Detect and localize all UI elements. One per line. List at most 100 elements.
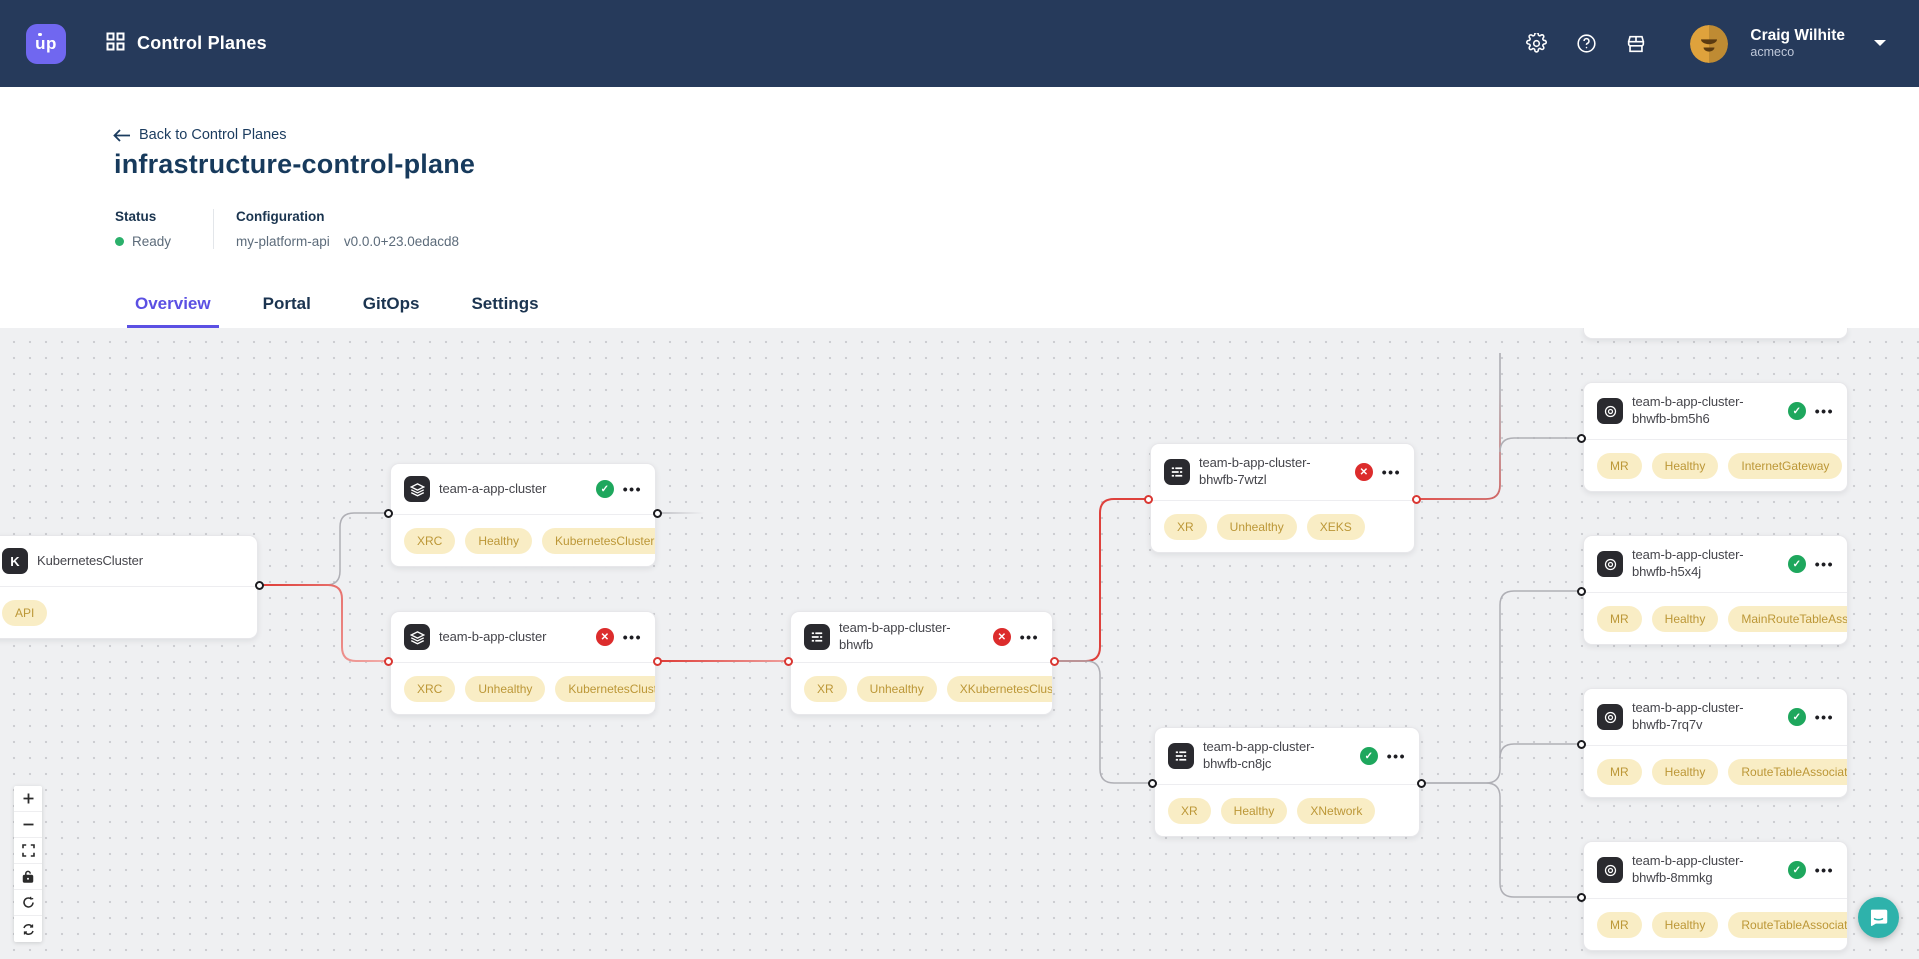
- connection-handle[interactable]: [1577, 434, 1586, 443]
- node-title: team-b-app-cluster: [439, 628, 547, 644]
- graph-node-team-a-app-cluster[interactable]: team-a-app-cluster ✓ ••• XRC Healthy Kub…: [384, 463, 662, 567]
- badge: API: [2, 599, 48, 626]
- connection-handle[interactable]: [1412, 495, 1421, 504]
- graph-node-team-b-app-cluster-bhwfb-7rq7v[interactable]: team-b-app-cluster-bhwfb-7rq7v ✓ ••• MR …: [1577, 688, 1848, 798]
- unhealthy-x-icon: ✕: [1354, 463, 1373, 481]
- badge: Healthy: [1651, 452, 1719, 479]
- marketplace-store-icon[interactable]: [1616, 24, 1656, 64]
- badge: InternetGateway: [1728, 452, 1843, 479]
- graph-node-team-b-app-cluster-bhwfb-8mmkg[interactable]: team-b-app-cluster-bhwfb-8mmkg ✓ ••• MR …: [1577, 841, 1848, 951]
- tab-bar: Overview Portal GitOps Settings: [127, 284, 547, 328]
- node-title: team-b-app-cluster-bhwfb: [839, 620, 951, 652]
- node-menu-button[interactable]: •••: [622, 629, 642, 645]
- back-link[interactable]: Back to Control Planes: [113, 127, 287, 143]
- connection-handle[interactable]: [384, 657, 393, 666]
- chevron-down-icon[interactable]: [1873, 35, 1887, 53]
- badge: XKubernetesCluster: [946, 675, 1052, 702]
- lock-button[interactable]: [14, 864, 42, 890]
- connection-handle[interactable]: [653, 509, 662, 518]
- refresh-layout-button[interactable]: [14, 916, 42, 942]
- rotate-button[interactable]: [14, 890, 42, 916]
- status-value: Ready: [132, 234, 172, 249]
- badge: XR: [1168, 797, 1211, 824]
- meta-divider: [213, 209, 215, 249]
- composite-resource-icon: [1164, 459, 1190, 485]
- graph-node-team-b-app-cluster-bhwfb-cn8jc[interactable]: team-b-app-cluster-bhwfb-cn8jc ✓ ••• XR …: [1148, 727, 1426, 837]
- settings-gear-icon[interactable]: [1516, 24, 1556, 64]
- connection-handle[interactable]: [255, 581, 264, 590]
- connection-handle[interactable]: [1144, 495, 1153, 504]
- chat-launcher-button[interactable]: [1858, 897, 1899, 938]
- tab-portal[interactable]: Portal: [262, 294, 311, 313]
- badge: Healthy: [465, 527, 533, 554]
- node-title: team-b-app-cluster-bhwfb-7wtzl: [1199, 455, 1311, 487]
- badge: XEKS: [1306, 513, 1365, 540]
- node-menu-button[interactable]: •••: [1814, 556, 1834, 572]
- graph-node-team-b-app-cluster[interactable]: team-b-app-cluster ✕ ••• XRC Unhealthy K…: [384, 611, 662, 715]
- top-navbar: up Control Planes: [0, 0, 1919, 87]
- tab-settings[interactable]: Settings: [471, 294, 539, 313]
- graph-node-team-b-app-cluster-bhwfb[interactable]: team-b-app-cluster-bhwfb ✕ ••• XR Unheal…: [784, 611, 1059, 715]
- graph-node-team-b-app-cluster-bhwfb-bm5h6[interactable]: team-b-app-cluster-bhwfb-bm5h6 ✓ ••• MR …: [1577, 382, 1848, 492]
- managed-resource-icon: [1597, 398, 1623, 424]
- node-menu-button[interactable]: •••: [1381, 464, 1401, 480]
- connection-handle[interactable]: [1417, 779, 1426, 788]
- badge: Unhealthy: [1216, 513, 1297, 540]
- unhealthy-x-icon: ✕: [992, 628, 1011, 646]
- tab-gitops[interactable]: GitOps: [362, 294, 420, 313]
- badge: XR: [1164, 513, 1207, 540]
- node-menu-button[interactable]: •••: [1814, 709, 1834, 725]
- badge: Healthy: [1220, 797, 1288, 824]
- connection-handle[interactable]: [384, 509, 393, 518]
- connection-handle[interactable]: [1577, 740, 1586, 749]
- meta-row: Status Ready Configuration my-platform-a…: [115, 209, 459, 249]
- connection-handle[interactable]: [784, 657, 793, 666]
- fit-view-button[interactable]: [14, 838, 42, 864]
- logo-text: up: [35, 33, 57, 53]
- status-label: Status: [115, 209, 157, 224]
- user-avatar[interactable]: [1690, 24, 1729, 63]
- back-arrow-icon: [113, 128, 130, 142]
- badge: RouteTableAssociation: [1728, 911, 1847, 938]
- graph-node-kubernetescluster[interactable]: K KubernetesCluster API: [0, 535, 264, 639]
- composite-resource-icon: [1168, 743, 1194, 769]
- page-header: Back to Control Planes infrastructure-co…: [0, 87, 1919, 328]
- graph-node-team-b-app-cluster-bhwfb-7wtzl[interactable]: team-b-app-cluster-bhwfb-7wtzl ✕ ••• XR …: [1144, 443, 1421, 553]
- upbound-logo[interactable]: up: [26, 23, 66, 64]
- graph-node-partial[interactable]: [1583, 328, 1848, 339]
- node-menu-button[interactable]: •••: [1386, 748, 1406, 764]
- help-icon[interactable]: [1566, 24, 1606, 64]
- connection-handle[interactable]: [1148, 779, 1157, 788]
- badge: MR: [1597, 452, 1642, 479]
- connection-handle[interactable]: [1577, 893, 1586, 902]
- node-menu-button[interactable]: •••: [1019, 629, 1039, 645]
- claim-layers-icon: [404, 476, 430, 502]
- status-dot: [115, 237, 124, 246]
- connection-handle[interactable]: [1050, 657, 1059, 666]
- badge: Unhealthy: [465, 675, 546, 702]
- node-menu-button[interactable]: •••: [1814, 403, 1834, 419]
- node-title: team-b-app-cluster-bhwfb-8mmkg: [1632, 853, 1744, 885]
- zoom-in-button[interactable]: [14, 786, 42, 812]
- kubernetes-cluster-icon: K: [2, 548, 28, 574]
- flow-controls: [14, 786, 42, 942]
- composite-resource-icon: [804, 624, 830, 650]
- badge: RouteTableAssociation: [1728, 758, 1847, 785]
- graph-node-team-b-app-cluster-bhwfb-h5x4j[interactable]: team-b-app-cluster-bhwfb-h5x4j ✓ ••• MR …: [1577, 535, 1848, 645]
- node-title: team-b-app-cluster-bhwfb-7rq7v: [1632, 700, 1744, 732]
- healthy-check-icon: ✓: [1787, 402, 1806, 420]
- badge: Healthy: [1651, 911, 1719, 938]
- healthy-check-icon: ✓: [1787, 708, 1806, 726]
- badge: MR: [1597, 911, 1642, 938]
- zoom-out-button[interactable]: [14, 812, 42, 838]
- badge: Unhealthy: [856, 675, 937, 702]
- connection-handle[interactable]: [1577, 587, 1586, 596]
- user-menu[interactable]: Craig Wilhite acmeco: [1750, 26, 1845, 61]
- connection-handle[interactable]: [653, 657, 662, 666]
- node-menu-button[interactable]: •••: [622, 481, 642, 497]
- tab-overview[interactable]: Overview: [127, 284, 219, 328]
- node-menu-button[interactable]: •••: [1814, 862, 1834, 878]
- claim-layers-icon: [404, 624, 430, 650]
- healthy-check-icon: ✓: [1787, 861, 1806, 879]
- resource-graph-canvas[interactable]: K KubernetesCluster API team-a-app-clust…: [0, 328, 1919, 959]
